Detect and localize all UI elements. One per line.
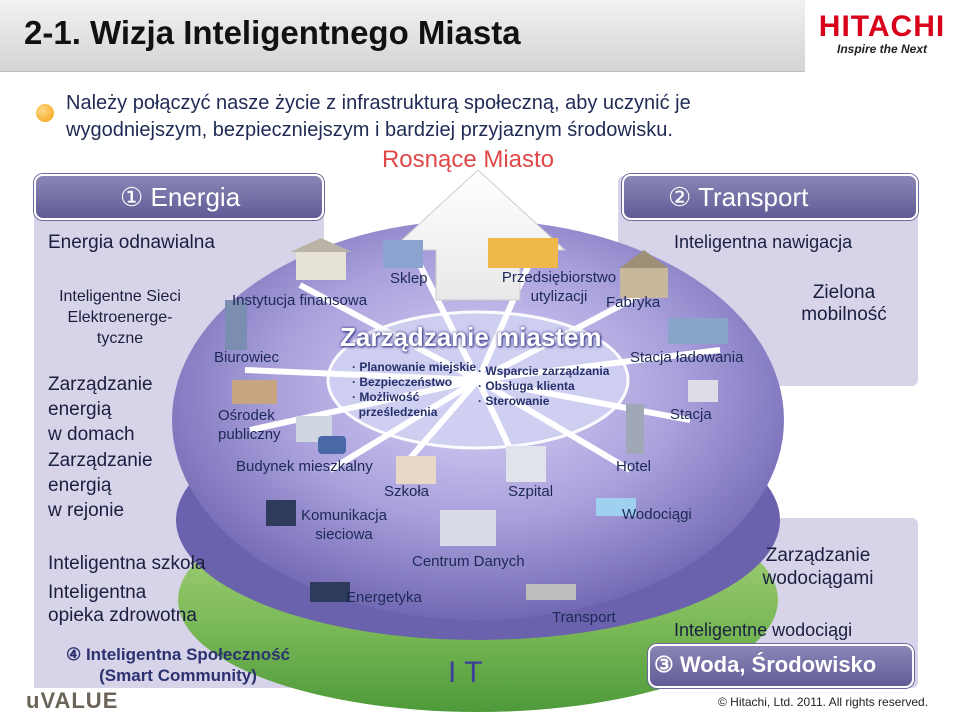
community-header: ④ Inteligentna Społeczność (Smart Commun… (48, 644, 308, 686)
company-line-2: utylizacji (530, 288, 588, 305)
page-title: 2-1. Wizja Inteligentnego Miasta (24, 14, 521, 51)
smart-navigation-label: Inteligentna nawigacja (674, 232, 853, 252)
smart-grid-line-2: Elektroenerge- (67, 309, 173, 326)
list-item: · Wsparcie zarządzania (478, 364, 610, 378)
green-mobility-line-2: mobilność (801, 304, 887, 325)
school-label: Szkoła (384, 483, 430, 500)
region-energy-line-1: Zarządzanie (48, 450, 153, 471)
management-left-list: · Planowanie miejskie · Bezpieczeństwo ·… (352, 360, 476, 420)
office-label: Biurowiec (214, 349, 280, 366)
green-mobility-label: Zielona mobilność (784, 282, 904, 326)
water-management-line-1: Zarządzanie (765, 545, 871, 566)
intro-line-2: wygodniejszym, bezpieczniejszym i bardzi… (66, 119, 673, 141)
transport-header-label: ② Transport (668, 182, 809, 212)
copyright-text: © Hitachi, Ltd. 2011. All rights reserve… (718, 695, 929, 709)
region-energy-line-3: w rejonie (48, 500, 125, 521)
smart-grid-line-3: tyczne (96, 330, 144, 347)
smart-school-label: Inteligentna szkoła (48, 553, 206, 574)
station-label: Stacja (670, 406, 712, 423)
public-center-line-1: Ośrodek (218, 407, 275, 424)
residential-label: Budynek mieszkalny (236, 458, 373, 475)
company-label: Przedsiębiorstwo utylizacji (494, 268, 624, 306)
water-header: ③ Woda, Środowisko (648, 644, 914, 688)
home-energy-line-1: Zarządzanie (48, 374, 153, 395)
transport-label: Transport (552, 609, 616, 626)
public-center-line-2: publiczny (218, 426, 281, 443)
hospital-label: Szpital (508, 483, 554, 500)
company-line-1: Przedsiębiorstwo (501, 269, 617, 286)
smart-water-label: Inteligentne wodociągi (674, 620, 853, 640)
transport-header: ② Transport (622, 174, 918, 220)
list-item: · Sterowanie (478, 394, 550, 408)
logo-tagline: Inspire the Next (836, 42, 928, 56)
uvalue-logo: uVALUE (26, 688, 119, 713)
energy-header: ① Energia (34, 174, 324, 220)
region-energy-line-2: energią (48, 475, 112, 496)
charging-station-label: Stacja ładowania (630, 349, 744, 366)
growing-city-label: Rosnące Miasto (381, 146, 555, 173)
waterworks-label: Wodociągi (622, 506, 692, 523)
list-item: · Obsługa klienta (478, 379, 575, 393)
network-label: Komunikacja sieciowa (296, 506, 392, 544)
hitachi-logo: HITACHI Inspire the Next (818, 10, 946, 57)
list-item: · Bezpieczeństwo (352, 375, 453, 389)
smart-health-line-2: opieka zdrowotna (48, 605, 197, 626)
list-item: · Planowanie miejskie (352, 360, 477, 374)
water-management-label: Zarządzanie wodociągami (728, 544, 908, 590)
community-line-2: (Smart Community) (99, 666, 257, 685)
power-label: Energetyka (346, 589, 422, 606)
home-energy-label: Zarządzanie energią w domach (48, 372, 153, 447)
green-mobility-line-1: Zielona (812, 282, 876, 303)
datacenter-label: Centrum Danych (412, 553, 525, 570)
water-management-line-2: wodociągami (762, 568, 874, 589)
smart-health-label: Inteligentna opieka zdrowotna (48, 581, 197, 627)
network-spokes (244, 260, 721, 473)
intro-line-1: Należy połączyć nasze życie z infrastruk… (66, 92, 691, 114)
hotel-label: Hotel (616, 458, 652, 475)
network-line-2: sieciowa (315, 526, 373, 543)
network-line-1: Komunikacja (301, 507, 387, 524)
smart-grid-label: Inteligentne Sieci Elektroenerge- tyczne (40, 286, 200, 349)
shop-label: Sklep (390, 270, 428, 287)
community-line-1: ④ Inteligentna Społeczność (66, 645, 290, 664)
finance-label: Instytucja finansowa (232, 292, 368, 309)
region-energy-label: Zarządzanie energią w rejonie (48, 448, 153, 523)
management-right-list: · Wsparcie zarządzania · Obsługa klienta… (478, 364, 609, 409)
list-item: prześledzenia (358, 405, 438, 419)
bullet-icon (36, 104, 54, 122)
city-management-title: Zarządzanie miastem (340, 322, 602, 352)
factory-label: Fabryka (606, 294, 661, 311)
home-energy-line-2: energią (48, 399, 112, 420)
renewable-energy-label: Energia odnawialna (48, 232, 215, 253)
home-energy-line-3: w domach (48, 424, 135, 445)
it-label: I T (448, 656, 483, 689)
title-bar (0, 0, 805, 72)
smart-health-line-1: Inteligentna (48, 582, 147, 603)
water-header-label: ③ Woda, Środowisko (654, 652, 877, 677)
logo-text: HITACHI (818, 10, 946, 43)
energy-header-label: ① Energia (120, 182, 241, 212)
public-center-label: Ośrodek publiczny (218, 406, 281, 444)
smart-grid-line-1: Inteligentne Sieci (59, 288, 181, 305)
building-icons (225, 238, 728, 602)
list-item: · Możliwość (352, 390, 420, 404)
